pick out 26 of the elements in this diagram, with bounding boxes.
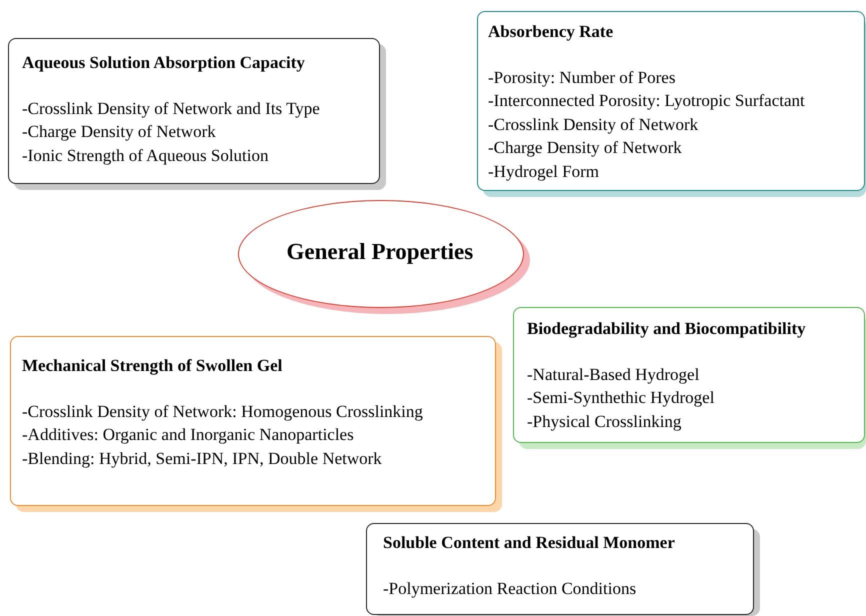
property-box [477, 11, 865, 191]
box-heading: Aqueous Solution Absorption Capacity [22, 52, 305, 74]
list-item: -Ionic Strength of Aqueous Solution [22, 144, 268, 167]
property-box [366, 523, 754, 615]
property-box [8, 38, 380, 184]
box-heading: Soluble Content and Residual Monomer [383, 532, 675, 554]
list-item: -Physical Crosslinking [527, 410, 682, 433]
box-heading: Biodegradability and Biocompatibility [527, 318, 806, 340]
box-heading: Mechanical Strength of Swollen Gel [22, 355, 282, 377]
list-item: -Hydrogel Form [488, 160, 599, 183]
list-item: -Crosslink Density of Network [488, 114, 698, 136]
list-item: -Crosslink Density of Network and Its Type [22, 98, 320, 120]
list-item: -Charge Density of Network [22, 121, 216, 143]
property-box [513, 307, 865, 443]
list-item: -Semi-Synthethic Hydrogel [527, 387, 714, 409]
list-item: -Polymerization Reaction Conditions [383, 578, 636, 600]
list-item: -Interconnected Porosity: Lyotropic Surfactant [488, 90, 805, 112]
central-title: General Properties [286, 240, 474, 264]
list-item: -Porosity: Number of Pores [488, 66, 676, 89]
list-item: -Additives: Organic and Inorganic Nanoparticles [22, 424, 354, 446]
box-heading: Absorbency Rate [488, 21, 614, 43]
list-item: -Natural-Based Hydrogel [527, 364, 700, 386]
list-item: -Blending: Hybrid, Semi-IPN, IPN, Double Network [22, 448, 382, 470]
list-item: -Crosslink Density of Network: Homogenous Crosslinking [22, 400, 423, 423]
list-item: -Charge Density of Network [488, 137, 682, 159]
property-box [10, 336, 496, 506]
